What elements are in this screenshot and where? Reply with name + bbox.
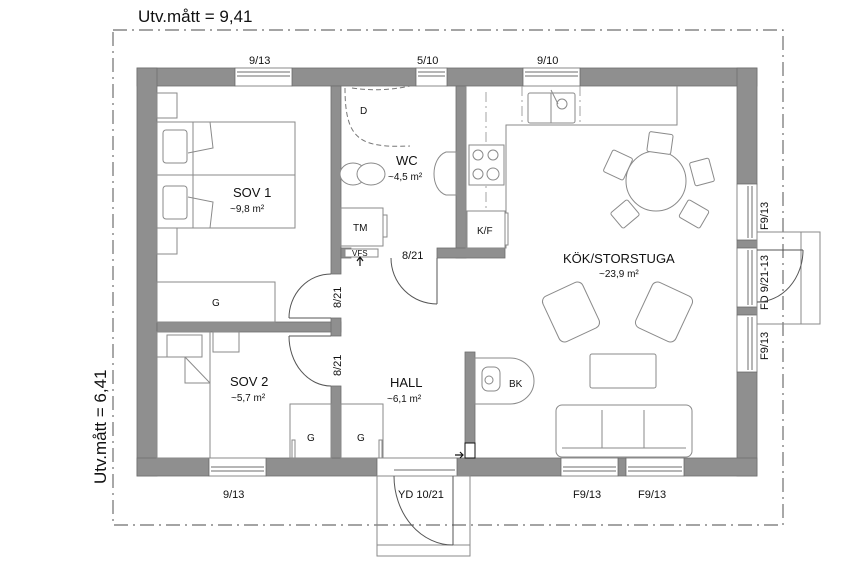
room-area-sov2: ~5,7 m² [231, 393, 266, 404]
washing-machine [340, 207, 384, 247]
room-area-sov1: ~9,8 m² [230, 204, 265, 215]
washing-machine-label: TM [353, 223, 367, 234]
shower-label: D [360, 106, 367, 117]
window-label-bottom-left: 9/13 [223, 489, 244, 501]
width-dimension-label: Utv.mått = 9,41 [138, 7, 252, 26]
wc-furniture [339, 151, 457, 266]
exterior-walls [136, 67, 758, 477]
wardrobe-label-sov2: G [307, 433, 315, 444]
room-area-hall: ~6,1 m² [387, 394, 422, 405]
windows [208, 67, 758, 477]
door-label-entry: YD 10/21 [398, 489, 444, 501]
room-area-wc: ~4,5 m² [388, 172, 423, 183]
room-label-hall: HALL [390, 375, 423, 390]
wardrobe-label-sov1: G [212, 298, 220, 309]
door-label-sov1: 8/21 [332, 287, 344, 308]
room-label-wc: WC [396, 153, 418, 168]
wardrobe-hall [340, 403, 384, 459]
window-label-top-wc: 5/10 [417, 55, 438, 67]
room-area-kok: ~23,9 m² [599, 269, 639, 280]
kitchen-furniture [455, 86, 715, 459]
window-label-bottom-right-1: F9/13 [573, 489, 601, 501]
fireplace [474, 357, 535, 405]
armchair-right [634, 281, 694, 343]
dining-table [625, 150, 687, 212]
window-label-right-lower: F9/13 [759, 332, 771, 360]
doors [288, 85, 821, 557]
wardrobe-sov2 [289, 403, 332, 459]
room-label-sov1: SOV 1 [233, 185, 271, 200]
sov1-furniture [156, 92, 296, 323]
window-label-top-left: 9/13 [249, 55, 270, 67]
room-label-kok: KÖK/STORSTUGA [563, 251, 675, 266]
door-label-wc: 8/21 [402, 250, 423, 262]
door-label-sov2: 8/21 [332, 355, 344, 376]
water-meter-cabinet [344, 248, 379, 258]
nightstand-sov2 [212, 331, 240, 353]
window-label-top-kitchen: 9/10 [537, 55, 558, 67]
window-label-bottom-right-2: F9/13 [638, 489, 666, 501]
height-dimension-label: Utv.mått = 6,41 [91, 370, 110, 484]
wardrobe-sov1 [156, 281, 276, 323]
wardrobe-label-hall: G [357, 433, 365, 444]
fridge-freezer-label: K/F [477, 226, 493, 237]
coffee-table [589, 353, 657, 389]
window-label-right-upper: F9/13 [759, 202, 771, 230]
sov2-furniture [156, 331, 332, 459]
armchair-left [541, 281, 601, 343]
outer-dimension-boundary [112, 29, 784, 526]
hall-furniture [340, 403, 384, 459]
fireplace-label: BK [509, 379, 523, 390]
door-label-right-patio: FD 9/21-13 [759, 255, 771, 310]
water-meter-label: VFS [352, 249, 368, 258]
room-label-sov2: SOV 2 [230, 374, 268, 389]
sofa [555, 404, 693, 458]
